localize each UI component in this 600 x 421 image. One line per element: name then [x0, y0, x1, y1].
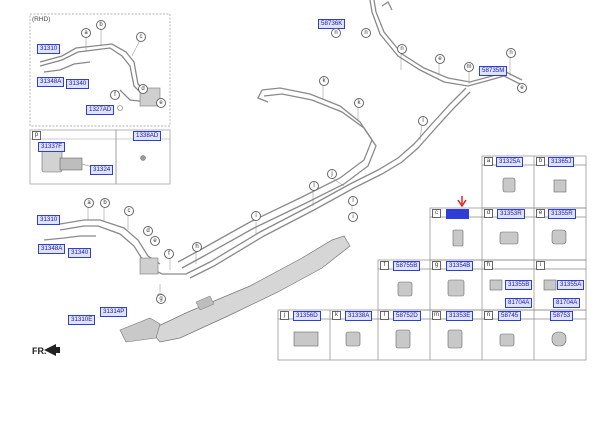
- part-31355b[interactable]: 31355B: [505, 280, 533, 290]
- part-58755b[interactable]: 58755B: [393, 261, 421, 271]
- part-31355r[interactable]: 31355R: [548, 209, 576, 219]
- inset-p-part: [41, 149, 97, 173]
- grid-letter-j: j: [280, 311, 289, 320]
- grid-letter-g: g: [432, 261, 441, 270]
- inset-1338ad-frame: [115, 129, 171, 185]
- callout-h[interactable]: h: [192, 242, 202, 252]
- part-58752d[interactable]: 58752D: [393, 311, 421, 321]
- callout-m[interactable]: m: [464, 62, 474, 72]
- part-31340-main[interactable]: 31340: [68, 248, 92, 258]
- part-58736k[interactable]: 58736K: [318, 19, 346, 29]
- part-31310-main[interactable]: 31310: [37, 215, 61, 225]
- part-58735m[interactable]: 58735M: [479, 66, 508, 76]
- part-31324[interactable]: 31324: [90, 165, 114, 175]
- grid-letter-c: c: [432, 209, 441, 218]
- callout-d-inset[interactable]: d: [138, 84, 148, 94]
- callout-f-inset[interactable]: f: [110, 90, 120, 100]
- grid-letter-b: b: [536, 157, 545, 166]
- callout-c-inset[interactable]: c: [136, 32, 146, 42]
- callout-a-main[interactable]: a: [84, 198, 94, 208]
- callout-l-mid[interactable]: l: [309, 181, 319, 191]
- part-31310e[interactable]: 31310E: [68, 315, 96, 325]
- part-31348a-main[interactable]: 31348A: [38, 244, 66, 254]
- rhd-inset-frame: [29, 13, 171, 127]
- callout-n-top2[interactable]: n: [361, 28, 371, 38]
- callout-e-right[interactable]: e: [517, 83, 527, 93]
- callout-e-upper[interactable]: e: [435, 54, 445, 64]
- grid-letter-i: i: [536, 261, 545, 270]
- callout-e-main[interactable]: e: [150, 236, 160, 246]
- part-31337f[interactable]: 31337F: [38, 142, 65, 152]
- part-1327ad[interactable]: 1327AD: [86, 105, 115, 115]
- part-31310-inset[interactable]: 31310: [37, 44, 61, 54]
- heat-shield: [119, 235, 351, 343]
- part-1338ad[interactable]: 1338AD: [133, 131, 162, 141]
- part-31354b[interactable]: 31354B: [446, 261, 474, 271]
- part-31340-inset[interactable]: 31340: [66, 79, 90, 89]
- main-pipe-run: [177, 87, 471, 279]
- grid-letter-f: f: [380, 261, 389, 270]
- callout-g[interactable]: g: [156, 294, 166, 304]
- part-31328-highlighted[interactable]: 31328: [446, 209, 470, 219]
- grid-letter-a: a: [484, 157, 493, 166]
- part-31353e[interactable]: 31353E: [446, 311, 474, 321]
- callout-f-main[interactable]: f: [164, 249, 174, 259]
- callout-n-mid[interactable]: n: [397, 44, 407, 54]
- grid-letter-n: n: [484, 311, 493, 320]
- callout-k-upper[interactable]: k: [319, 76, 329, 86]
- part-31365j[interactable]: 31365J: [548, 157, 575, 167]
- part-58745[interactable]: 58745: [498, 311, 522, 321]
- callout-e-inset[interactable]: e: [156, 98, 166, 108]
- grid-letter-d: d: [484, 209, 493, 218]
- callout-l-upper[interactable]: l: [418, 116, 428, 126]
- part-58753[interactable]: 58753: [550, 311, 574, 321]
- grid-letter-k: k: [332, 311, 341, 320]
- callout-i-mid[interactable]: i: [251, 211, 261, 221]
- clip-illustrations: [293, 177, 567, 349]
- callout-j[interactable]: j: [327, 169, 337, 179]
- rhd-label: (RHD): [32, 16, 51, 23]
- callout-k-mid[interactable]: k: [354, 98, 364, 108]
- callout-i-right[interactable]: i: [348, 212, 358, 222]
- callout-l-right[interactable]: l: [348, 196, 358, 206]
- callout-c-main[interactable]: c: [124, 206, 134, 216]
- grid-letter-p: p: [32, 131, 41, 140]
- highlight-arrow-icon: [457, 196, 467, 208]
- grid-letter-e: e: [536, 209, 545, 218]
- part-81704a-i[interactable]: 81704A: [553, 298, 581, 308]
- leader-lines: [85, 28, 511, 292]
- part-31355a[interactable]: 31355A: [557, 280, 585, 290]
- grid-letter-l: l: [380, 311, 389, 320]
- callout-n-right[interactable]: n: [506, 48, 516, 58]
- part-31348a-inset[interactable]: 31348A: [37, 77, 65, 87]
- front-label: FR.: [32, 346, 47, 356]
- part-31338a[interactable]: 31338A: [345, 311, 373, 321]
- callout-n-top1[interactable]: n: [331, 28, 341, 38]
- part-31353r[interactable]: 31353R: [497, 209, 525, 219]
- callout-d-main[interactable]: d: [143, 226, 153, 236]
- part-81704a-h[interactable]: 81704A: [505, 298, 533, 308]
- front-arrow-icon: [44, 344, 60, 356]
- part-31325a[interactable]: 31325A: [496, 157, 524, 167]
- grid-letter-h: h: [484, 261, 493, 270]
- part-31314p[interactable]: 31314P: [100, 307, 128, 317]
- callout-b-main[interactable]: b: [100, 198, 110, 208]
- callout-b-inset[interactable]: b: [96, 20, 106, 30]
- callout-a-inset[interactable]: a: [81, 28, 91, 38]
- part-31356d[interactable]: 31356D: [293, 311, 321, 321]
- grid-letter-m: m: [432, 311, 441, 320]
